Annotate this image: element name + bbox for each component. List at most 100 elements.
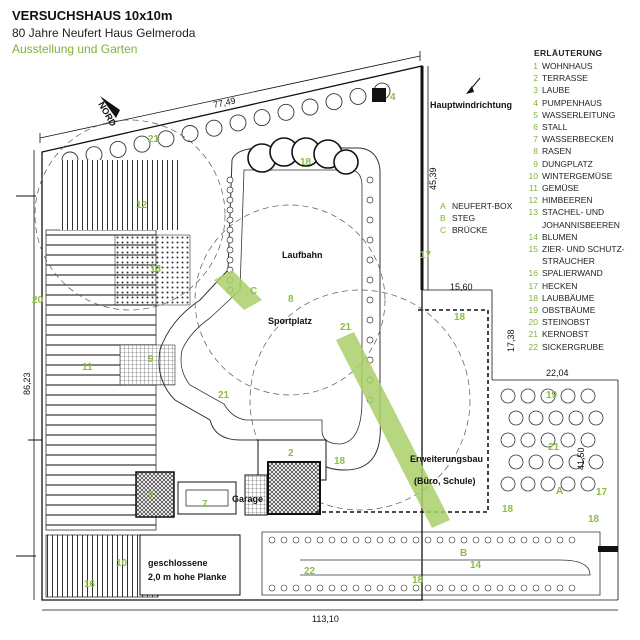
garage [244,474,268,516]
hedge-bead [556,536,564,544]
legend-number: 8 [533,146,538,157]
hedge-bead [568,584,576,592]
fruit-tree [500,476,516,492]
hedge-bead [412,584,420,592]
sports-label: Sportplatz [268,316,312,326]
hedge-bead [484,584,492,592]
hedge-bead [400,584,408,592]
dim-mid-v: 17,38 [506,329,516,352]
legend-label: WINTERGEMÜSE [542,170,613,181]
hedge-bead [544,536,552,544]
legend-number: 18 [528,292,538,303]
legend-number: 3 [533,85,538,96]
label-21: 21 [148,134,160,145]
fruit-tree [588,454,604,470]
hedge-bead [460,536,468,544]
legend-label: STACHEL- UND [542,207,605,218]
legend-item: 10 WINTERGEMÜSE [522,170,638,182]
hedge-bead [556,584,564,592]
fruit-tree [568,410,584,426]
dim-bottom: 113,10 [312,614,339,624]
fruit-tree [568,454,584,470]
label-18-b: 18 [454,312,466,323]
hedge-bead [484,536,492,544]
legend-label: TERRASSE [542,73,588,84]
fruit-tree [580,388,596,404]
dim-top: 77,49 [212,95,236,109]
track-bead [226,246,234,254]
dim-mid-h: 15,60 [450,282,473,292]
wind-label: Hauptwindrichtung [430,100,512,110]
hedge-bead [520,536,528,544]
dung-place [119,344,176,386]
legend-letter-label: STEG [452,213,476,224]
tree-top [349,87,367,105]
label-10: 10 [116,558,128,569]
track-bead [226,236,234,244]
tree-top [205,119,223,137]
track-bead [226,186,234,194]
fruit-tree [540,476,556,492]
hedge-bead [364,536,372,544]
legend-label: STRÄUCHER [542,256,595,267]
fruit-tree [500,432,516,448]
extension-label-2: (Büro, Schule) [414,476,476,486]
legend-label: KERNOBST [542,329,589,340]
legend-number: 19 [528,305,538,316]
legend-number: 17 [528,280,538,291]
pump-house [372,88,386,102]
hedge-bead [412,536,420,544]
fence-label-2: 2,0 m hohe Planke [148,572,227,582]
hedge-bead [376,536,384,544]
legend-label: WOHNHAUS [542,61,593,71]
legend-label: RASEN [542,146,572,157]
label-18-f: 18 [588,514,600,525]
hedge-bead [508,536,516,544]
fruit-tree [528,410,544,426]
legend-label: BLUMEN [542,231,578,242]
fence-label: geschlossene [148,558,208,568]
label-6: 6 [148,490,154,501]
footbridge-green [336,332,450,528]
hedge-bead [448,536,456,544]
raspberry-rows [60,160,180,230]
label-21-b: 21 [218,390,230,401]
track-bead [226,176,234,184]
fruit-tree [580,432,596,448]
legend-number: 10 [528,170,538,181]
legend-label: OBSTBÄUME [542,305,596,316]
legend-number: 5 [533,109,538,120]
fruit-tree [520,388,536,404]
label-17-b: 17 [596,487,608,498]
fruit-tree [500,388,516,404]
hedge-bead [400,536,408,544]
tree-top [157,130,175,148]
hedge-bead [568,536,576,544]
hedge-bead [436,536,444,544]
tree-top [277,103,295,121]
label-17: 17 [420,250,432,261]
track-bead [366,276,374,284]
hedge-bead [316,536,324,544]
label-8: 8 [288,294,294,305]
tree-cluster-top [247,137,359,175]
extension-outline [316,309,489,513]
hedge-bead [328,584,336,592]
legend-number: 20 [528,317,538,328]
dim-right-v: 41,50 [576,447,586,470]
hedge-bead [532,584,540,592]
fruit-tree [560,432,576,448]
hedge-bead [388,536,396,544]
fruit-tree [520,432,536,448]
fruit-tree [548,454,564,470]
hedge-bead [544,584,552,592]
